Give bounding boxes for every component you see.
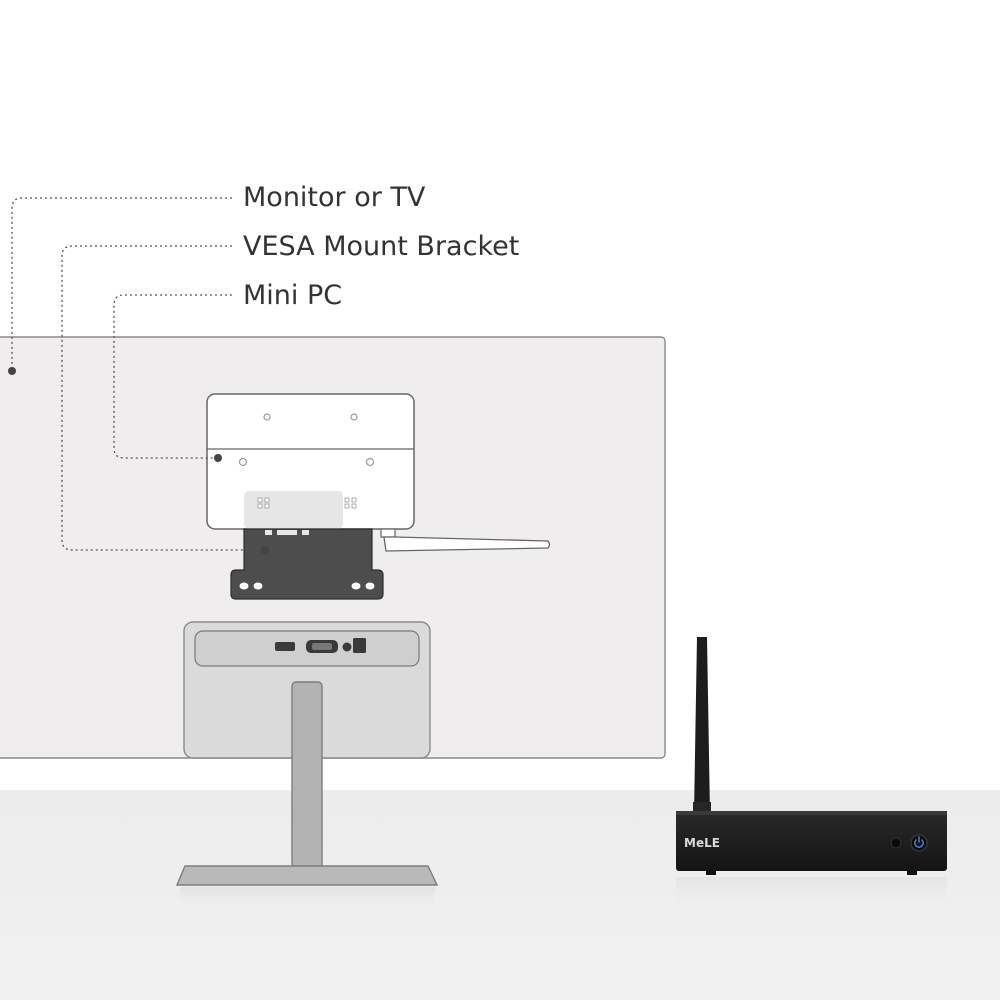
- mini-pc-foot-right: [907, 871, 917, 875]
- leader-line-monitor: [11, 197, 232, 371]
- label-bracket: VESA Mount Bracket: [243, 231, 520, 262]
- audio-port: [342, 642, 352, 652]
- leader-dot-minipc: [214, 454, 222, 462]
- leader-dot-bracket: [261, 546, 269, 554]
- vga-port-icon: [306, 640, 338, 653]
- mini-pc-foot-left: [706, 871, 716, 875]
- power-icon: [914, 836, 924, 848]
- mini-pc-body: [676, 811, 947, 871]
- label-minipc: Mini PC: [243, 280, 343, 311]
- ir-receiver: [890, 837, 902, 849]
- product-antenna: [694, 637, 710, 814]
- hdmi-port-icon: [275, 642, 295, 651]
- vesa-bracket: [230, 528, 384, 600]
- stand-base-reflection: [180, 887, 435, 912]
- leader-dot-monitor: [8, 367, 16, 375]
- mini-pc-reflection: [676, 877, 947, 911]
- mini-pc-product: MeLE: [676, 637, 947, 911]
- bracket-hidden-section: [244, 491, 343, 529]
- power-button[interactable]: [910, 834, 928, 852]
- label-monitor: Monitor or TV: [243, 182, 426, 213]
- antenna-icon: [380, 528, 551, 552]
- brand-logo: MeLE: [684, 836, 720, 850]
- power-port: [353, 638, 366, 653]
- monitor-stand-neck: [291, 681, 323, 869]
- monitor-stand-base: [175, 865, 439, 886]
- leader-line-minipc: [113, 294, 232, 459]
